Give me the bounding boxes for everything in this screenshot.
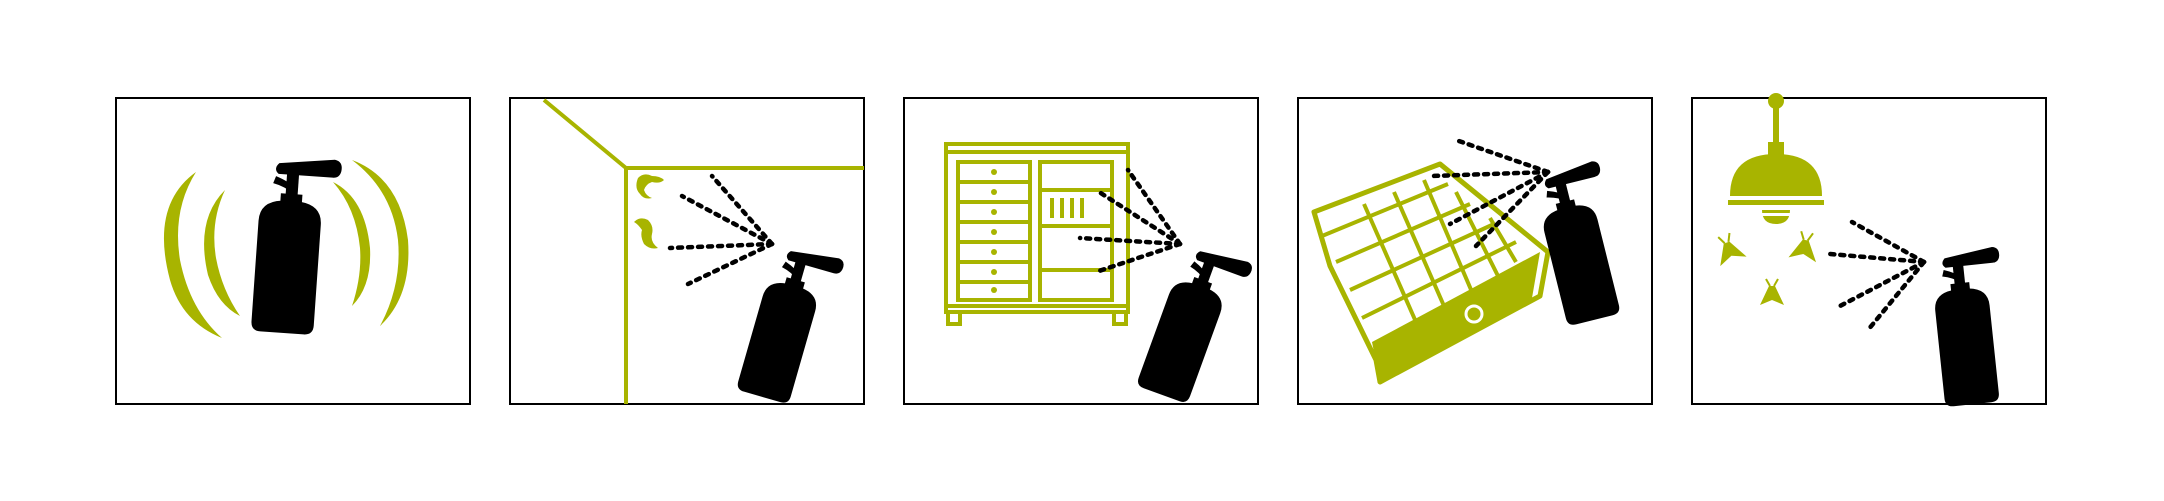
spray-mist-icon bbox=[1827, 219, 1927, 333]
larva-icon bbox=[634, 174, 664, 249]
panel-spray-drawer bbox=[1297, 97, 1653, 405]
drawer-icon bbox=[1311, 161, 1551, 385]
panel-shake-bottle bbox=[115, 97, 471, 405]
panel-spray-wardrobe bbox=[903, 97, 1259, 410]
moth-icon bbox=[1717, 230, 1817, 305]
panel-spray-room-corner bbox=[509, 97, 865, 409]
drawer-knobs bbox=[991, 169, 997, 293]
wardrobe-icon bbox=[944, 142, 1130, 326]
shake-motion-icon bbox=[163, 160, 409, 338]
ceiling-lamp-icon bbox=[1728, 93, 1824, 224]
spray-mist-icon bbox=[667, 173, 775, 287]
room-corner-icon bbox=[542, 98, 864, 404]
panel-frame bbox=[509, 97, 865, 405]
spray-mist-icon bbox=[1429, 137, 1551, 249]
panel-spray-flying-moths bbox=[1691, 93, 2047, 408]
spray-mist-icon bbox=[1077, 167, 1183, 275]
panel-frame bbox=[903, 97, 1259, 405]
lamp-glow bbox=[1760, 213, 1792, 216]
